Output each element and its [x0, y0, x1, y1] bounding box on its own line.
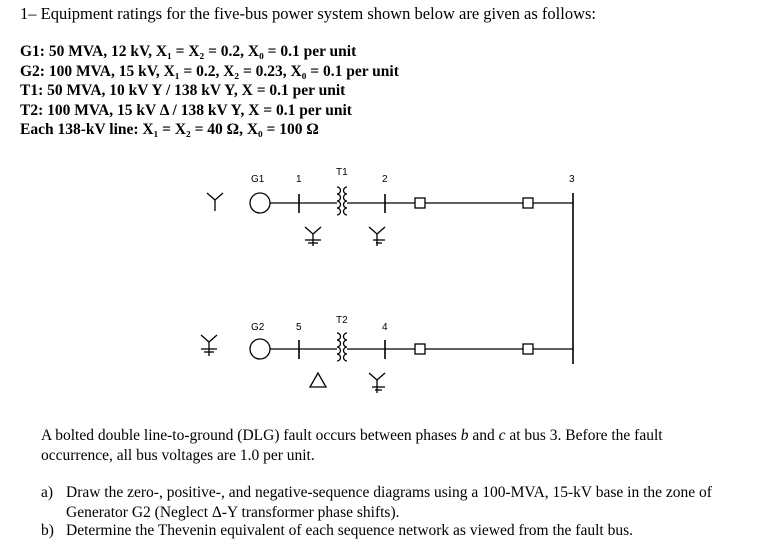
t2-wye-grounded-icon	[368, 372, 386, 393]
breaker-icon	[522, 197, 534, 209]
rating-t2: T2: 100 MVA, 15 kV Δ / 138 kV Y, X = 0.1…	[20, 101, 352, 119]
question-a-text: Draw the zero-, positive-, and negative-…	[66, 484, 712, 521]
g2-label: G2	[251, 322, 265, 333]
question-a-label: a)	[41, 484, 54, 501]
rating-t1: T1: 50 MVA, 10 kV Y / 138 kV Y, X = 0.1 …	[20, 82, 346, 99]
bus-4-label: 4	[382, 322, 388, 333]
t2-delta-icon	[308, 371, 328, 388]
problem-title: 1– Equipment ratings for the five-bus po…	[20, 4, 597, 23]
bus-3-label: 3	[569, 174, 575, 185]
t2-label: T2	[336, 315, 348, 326]
t1-label: T1	[336, 167, 348, 178]
question-b-label: b)	[41, 522, 54, 539]
breaker-icon	[414, 343, 426, 355]
g1-label: G1	[251, 174, 265, 185]
g2-generator-icon	[249, 338, 271, 360]
question-b: b) Determine the Thevenin equivalent of …	[41, 521, 751, 541]
question-b-text: Determine the Thevenin equivalent of eac…	[66, 522, 633, 539]
breaker-icon	[522, 343, 534, 355]
t1-wye-grounded-icon	[368, 226, 386, 246]
rating-g2: G2: 100 MVA, 15 kV, X₁ = 0.2, X₂ = 0.23,…	[20, 62, 399, 80]
phase-c: c	[498, 427, 506, 444]
bus-2-label: 2	[382, 174, 388, 185]
bus-5-label: 5	[296, 322, 302, 333]
question-a: a) Draw the zero-, positive-, and negati…	[41, 483, 751, 522]
one-line-diagram: G1 1 T1 2 3 G2 5 T2 4	[200, 167, 575, 393]
t1-wye-grounded-icon	[304, 226, 322, 246]
g2-wye-grounded-icon	[200, 334, 218, 356]
fault-description: A bolted double line-to-ground (DLG) fau…	[41, 427, 663, 464]
rating-g1: G1: 50 MVA, 12 kV, X₁ = X₂ = 0.2, X₀ = 0…	[20, 43, 357, 60]
phase-b: b	[460, 427, 469, 444]
t2-transformer-icon	[336, 332, 348, 362]
g1-generator-icon	[249, 192, 271, 214]
t1-transformer-icon	[336, 186, 348, 216]
breaker-icon	[414, 197, 426, 209]
rating-lines: Each 138-kV line: X₁ = X₂ = 40 Ω, X₀ = 1…	[20, 121, 319, 138]
equipment-ratings: G1: 50 MVA, 12 kV, X₁ = X₂ = 0.2, X₀ = 0…	[20, 42, 399, 140]
bus-1-label: 1	[296, 174, 302, 185]
g1-wye-symbol-icon	[206, 192, 224, 211]
